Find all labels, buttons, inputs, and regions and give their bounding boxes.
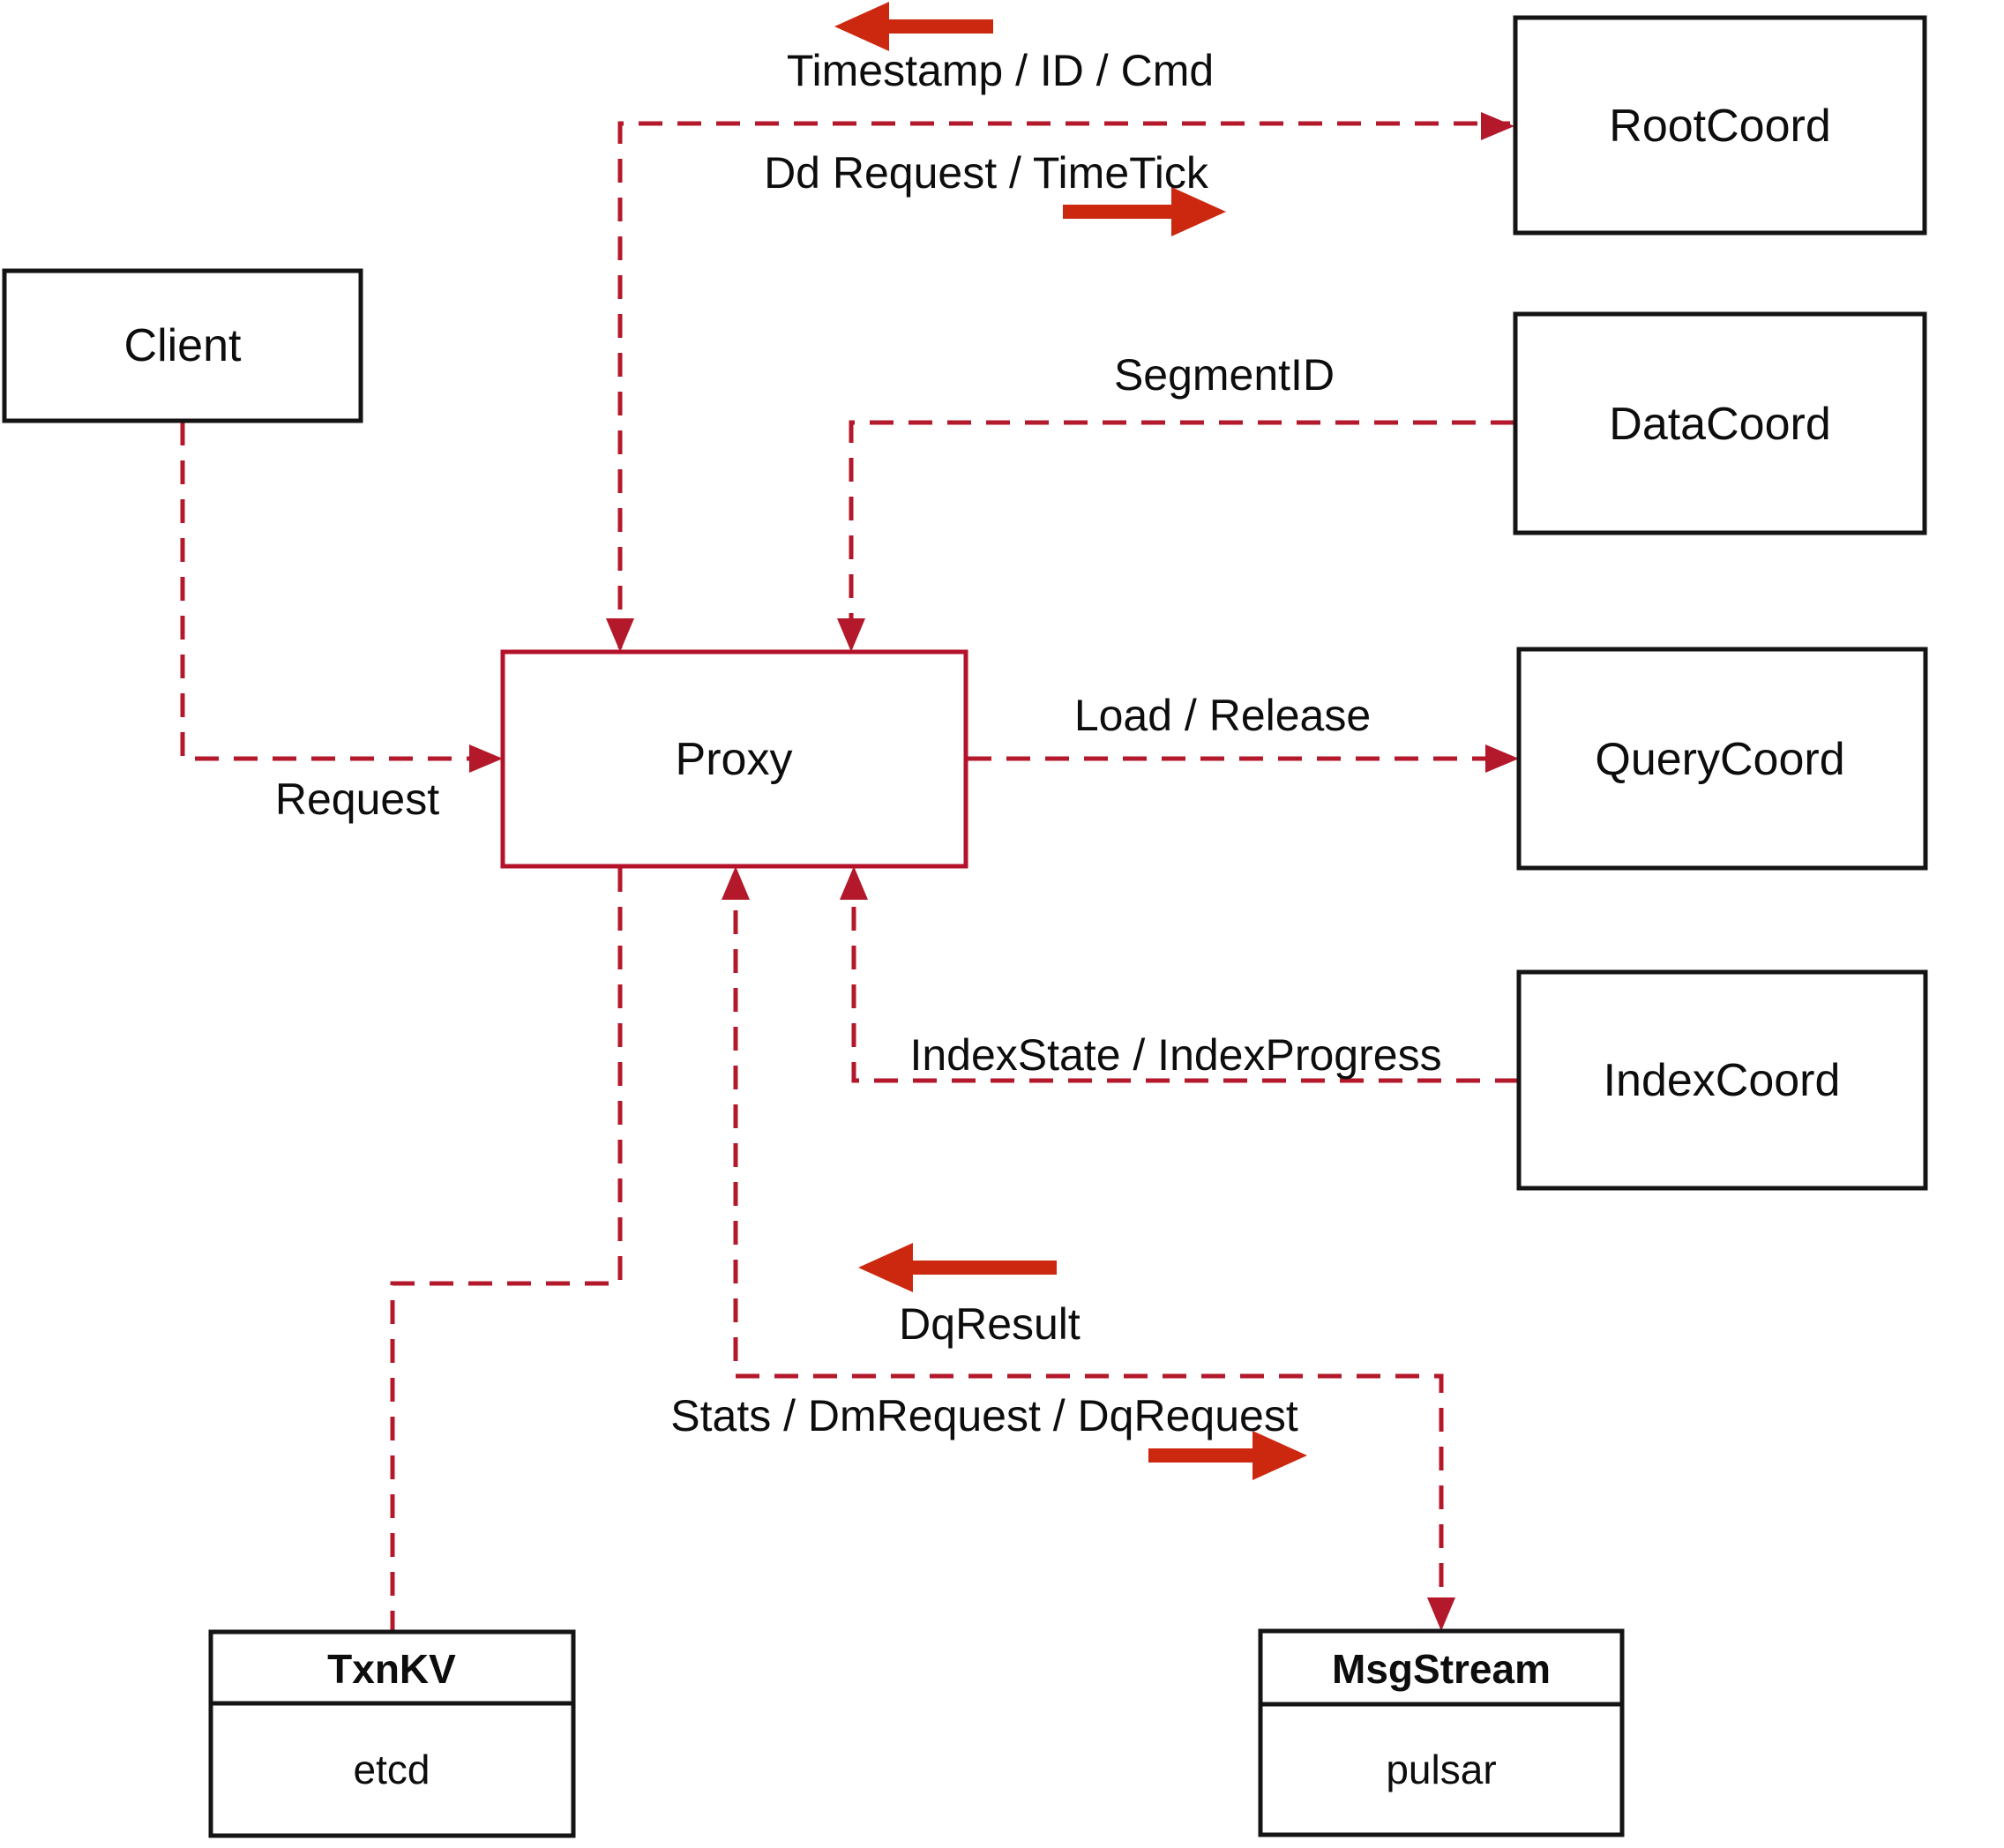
direction-arrow-left-dqresult-icon: [858, 1243, 1057, 1292]
edge-label-load-release: Load / Release: [1074, 691, 1371, 740]
rootcoord-label: RootCoord: [1609, 101, 1830, 152]
edge-label-dqresult: DqResult: [899, 1299, 1081, 1349]
arrowhead-into-proxy-top-left-icon: [606, 618, 634, 652]
arrowhead-into-proxy-left-icon: [469, 744, 503, 773]
msgstream-title: MsgStream: [1332, 1646, 1551, 1692]
querycoord-box: [1516, 647, 1928, 871]
arrowhead-into-proxy-bottom-left-icon: [722, 866, 750, 900]
edge-datacoord-proxy: [849, 420, 1514, 648]
edge-label-stats-dmrequest-dqrequest: Stats / DmRequest / DqRequest: [670, 1391, 1298, 1440]
indexcoord-box: [1516, 969, 1928, 1191]
edge-label-timestamp-id-cmd: Timestamp / ID / Cmd: [787, 46, 1214, 95]
edge-client-proxy: [180, 422, 497, 761]
edge-rootcoord-proxy: [617, 121, 1510, 648]
proxy-label: Proxy: [676, 734, 793, 785]
querycoord-label: QueryCoord: [1595, 734, 1844, 785]
txnkv-title: TxnKV: [327, 1646, 456, 1692]
datacoord-label: DataCoord: [1609, 399, 1830, 450]
arrowhead-into-querycoord-icon: [1485, 744, 1519, 773]
edge-label-segmentid: SegmentID: [1114, 350, 1335, 400]
msgstream-subtitle: pulsar: [1386, 1747, 1496, 1792]
txnkv-subtitle: etcd: [354, 1747, 430, 1792]
txnkv-box: [208, 1629, 576, 1838]
arrowhead-into-proxy-bottom-right-icon: [840, 866, 868, 900]
arrowhead-into-rootcoord-icon: [1481, 112, 1514, 140]
arrowhead-into-proxy-top-right-icon: [837, 618, 865, 652]
rootcoord-box: [1513, 15, 1927, 236]
edge-indexcoord-proxy: [851, 872, 1519, 1083]
datacoord-box: [1513, 311, 1927, 535]
msgstream-box: [1258, 1628, 1625, 1837]
direction-arrow-right-stats-icon: [1148, 1431, 1307, 1480]
client-label: Client: [124, 320, 242, 371]
direction-arrow-left-timestamp-icon: [834, 2, 993, 51]
arrowhead-into-msgstream-icon: [1427, 1597, 1455, 1631]
indexcoord-label: IndexCoord: [1604, 1055, 1841, 1106]
edge-proxy-msgstream: [733, 872, 1444, 1626]
proxy-box: [500, 649, 968, 869]
edge-proxy-txnkv: [390, 868, 623, 1630]
edge-label-dd-request-timetick: Dd Request / TimeTick: [764, 148, 1209, 198]
edge-label-indexstate-indexprogress: IndexState / IndexProgress: [909, 1030, 1441, 1080]
direction-arrow-right-ddrequest-icon: [1063, 187, 1226, 236]
client-box: [2, 268, 363, 423]
edge-label-request: Request: [275, 774, 439, 824]
